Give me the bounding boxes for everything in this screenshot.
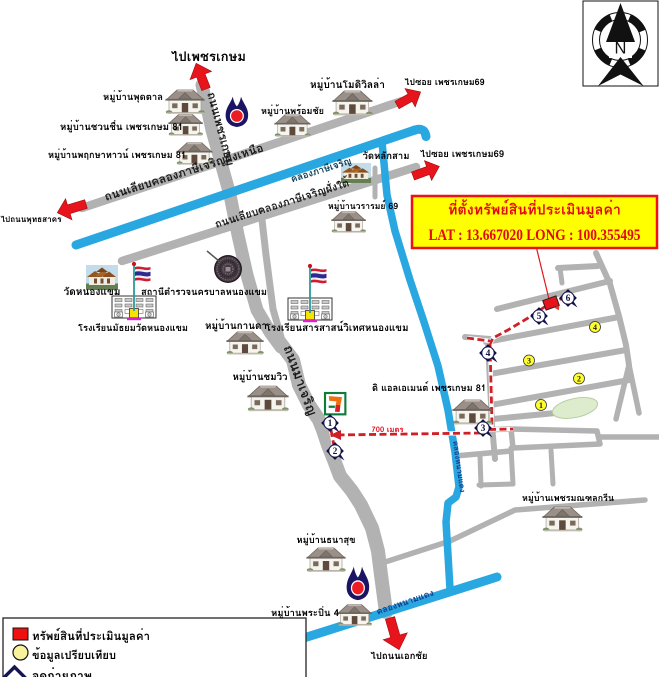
svg-text:4: 4	[593, 323, 597, 332]
svg-text:6: 6	[566, 294, 571, 304]
svg-text:1: 1	[328, 419, 333, 429]
svg-text:4: 4	[486, 349, 491, 359]
svg-text:2: 2	[333, 447, 338, 457]
svg-text:3: 3	[481, 424, 486, 434]
svg-text:LAT : 13.667020 LONG : 100.355: LAT : 13.667020 LONG : 100.355495	[429, 227, 641, 244]
svg-text:3: 3	[527, 356, 531, 365]
svg-text:5: 5	[537, 312, 542, 322]
svg-text:2: 2	[577, 374, 581, 383]
svg-text:N: N	[615, 40, 627, 58]
svg-text:1: 1	[539, 401, 543, 410]
